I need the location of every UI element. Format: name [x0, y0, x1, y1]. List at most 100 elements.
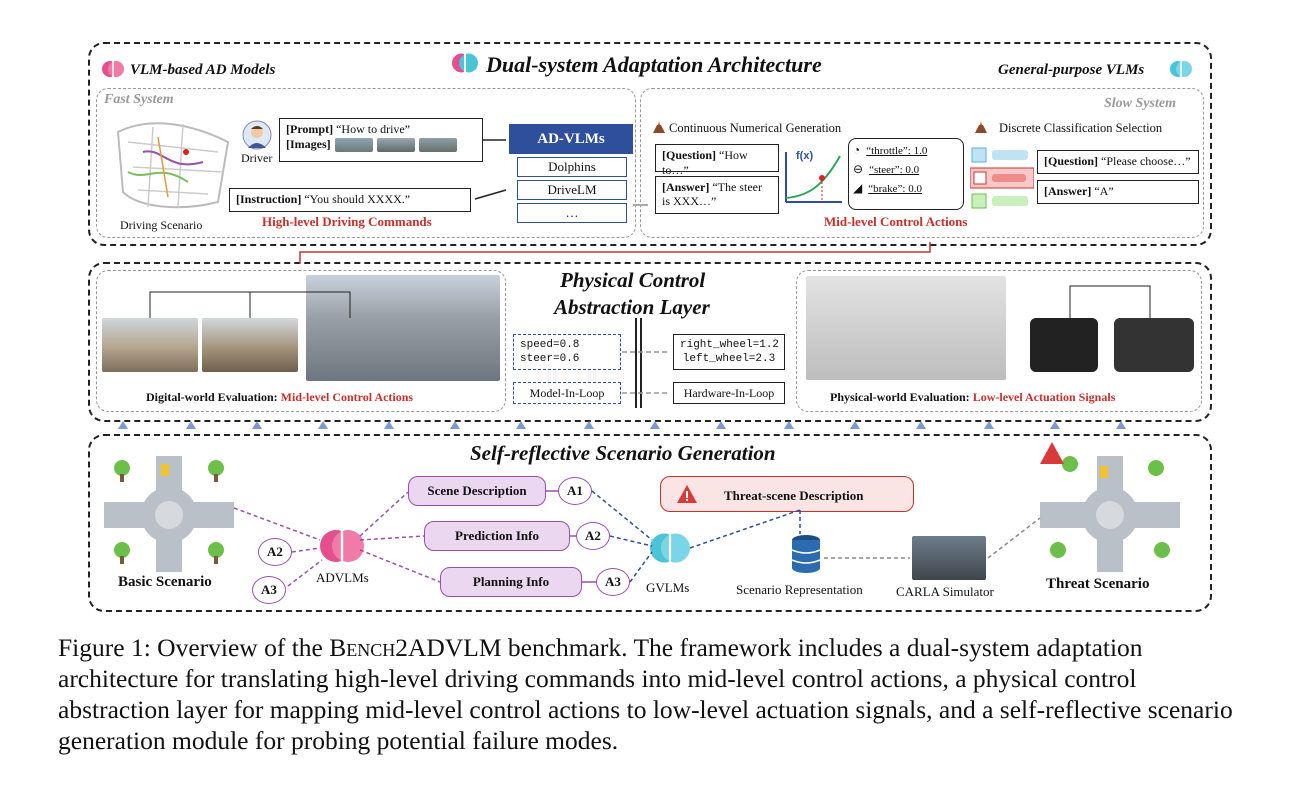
fx-curve-graph	[782, 148, 844, 206]
brake-value: “brake”: 0.0	[868, 182, 922, 195]
up-arrow-icon	[1116, 421, 1126, 429]
robot-car-green-image	[1030, 318, 1098, 372]
general-vlms-label: General-purpose VLMs	[998, 62, 1145, 78]
physical-eval-label: Physical-world Evaluation: Low-level Act…	[830, 390, 1115, 405]
basic-scenario-label: Basic Scenario	[118, 574, 212, 590]
control-values-box: ◔ “throttle”: 1.0 ⊖ “steer”: 0.0 ◢ “brake”:…	[848, 138, 964, 210]
steering-wheel-icon: ⊖	[853, 162, 864, 176]
driving-scenario-label: Driving Scenario	[120, 218, 203, 232]
model-item: DriveLM	[517, 180, 627, 200]
up-arrow-icon	[118, 421, 128, 429]
images-tag: [Images]	[286, 137, 331, 151]
up-arrow-icon	[186, 421, 196, 429]
caption-benchmark: Bench2ADVLM	[329, 633, 502, 662]
fast-system-label: Fast System	[104, 92, 174, 107]
up-arrow-icon	[584, 421, 594, 429]
driving-scenario-map	[108, 112, 240, 216]
vlm-ad-models-label: VLM-based AD Models	[130, 62, 276, 78]
question-text: “Please choose…”	[1101, 154, 1191, 168]
figure-caption: Figure 1: Overview of the Bench2ADVLM be…	[58, 632, 1248, 756]
carla-simulator-label: CARLA Simulator	[896, 584, 994, 599]
sim-city-image	[306, 275, 500, 381]
up-arrow-icon	[850, 421, 860, 429]
high-level-commands-label: High-level Driving Commands	[262, 214, 432, 229]
robot-car-black-image	[1114, 318, 1194, 372]
sim-car-white-image	[102, 318, 198, 372]
mid-level-actions-label: Mid-level Control Actions	[824, 214, 968, 229]
steer-value: “steer”: 0.0	[869, 163, 920, 176]
camera-image	[376, 137, 415, 152]
digital-eval-label: Digital-world Evaluation: Mid-level Cont…	[146, 390, 413, 405]
speedometer-icon: ◔	[853, 143, 861, 157]
threat-roundabout-map	[1040, 440, 1180, 572]
up-arrow-icon	[450, 421, 460, 429]
threat-description-label: Threat-scene Description	[724, 488, 864, 503]
advlms-label: ADVLMs	[316, 570, 369, 585]
answer-text: “The steer is XXX…”	[662, 180, 762, 208]
camera-image	[334, 137, 373, 152]
throttle-value: “throttle”: 1.0	[866, 144, 928, 157]
instruction-tag: [Instruction]	[236, 192, 302, 206]
up-arrow-icon	[784, 421, 794, 429]
physical-eval-suffix: Low-level Actuation Signals	[972, 390, 1116, 404]
caption-label: Figure 1: Overview of the	[58, 633, 330, 662]
scenario-generation-panel	[88, 434, 1212, 612]
slow-system-label: Slow System	[1104, 96, 1176, 111]
model-item: …	[517, 203, 627, 223]
right-wheel-value: right_wheel=1.2	[680, 339, 780, 351]
brain-icon	[320, 524, 364, 573]
discrete-label: Discrete Classification Selection	[999, 121, 1163, 135]
prediction-info-node: Prediction Info	[424, 521, 570, 551]
question-text: “How to…”	[662, 148, 748, 177]
dual-system-title: Dual-system Adaptation Architecture	[486, 52, 822, 77]
fx-label: f(x)	[796, 150, 814, 162]
volcano-icon	[652, 120, 666, 133]
physical-eval-prefix: Physical-world Evaluation:	[830, 390, 973, 404]
physical-world-panel	[796, 270, 1202, 412]
answer-a2-node: A2	[576, 522, 610, 550]
digital-world-panel	[96, 270, 506, 412]
answer-tag: [Answer]	[662, 180, 710, 194]
wheel-values-box: right_wheel=1.2 left_wheel=2.3	[673, 334, 785, 370]
answer-box-2: [Answer] “A”	[1037, 180, 1199, 204]
question-tag: [Question]	[1044, 154, 1098, 168]
answer-a1-node: A1	[558, 477, 592, 505]
hardware-in-loop-box: Hardware-In-Loop	[673, 382, 785, 404]
fast-system-panel	[96, 88, 636, 238]
prompt-box: [Prompt] “How to drive” [Images]	[279, 118, 483, 162]
up-arrow-icon	[384, 421, 394, 429]
camera-image	[418, 137, 457, 152]
ad-vlms-header: AD-VLMs	[509, 124, 633, 154]
instruction-text: “You should XXXX.”	[304, 192, 411, 206]
answer-tag: [Answer]	[1044, 184, 1092, 198]
volcano-icon	[974, 120, 988, 133]
brain-icon	[102, 58, 124, 85]
database-icon	[790, 534, 822, 579]
physical-layer-title-1: Physical Control	[560, 268, 706, 292]
model-in-loop-box: Model-In-Loop	[513, 382, 621, 404]
physical-layer-title-2: Abstraction Layer	[554, 295, 710, 319]
up-arrow-icon	[516, 421, 526, 429]
gvlms-label: GVLMs	[646, 580, 690, 595]
model-item: Dolphins	[517, 157, 627, 177]
up-arrow-icon	[1050, 421, 1060, 429]
option-list-icon	[969, 146, 1035, 210]
slow-system-panel	[640, 88, 1204, 238]
brake-pedal-icon: ◢	[853, 181, 863, 195]
planning-info-node: Planning Info	[440, 567, 582, 597]
question-box-2: [Question] “Please choose…”	[1037, 150, 1199, 174]
continuous-label: Continuous Numerical Generation	[669, 121, 842, 135]
digital-eval-prefix: Digital-world Evaluation:	[146, 390, 281, 404]
brain-icon	[452, 50, 478, 81]
up-arrow-icon	[716, 421, 726, 429]
threat-description-box	[660, 476, 914, 512]
threat-scenario-label: Threat Scenario	[1046, 576, 1150, 592]
prompt-tag: [Prompt]	[286, 122, 334, 136]
up-arrow-icon	[984, 421, 994, 429]
question-tag: [Question]	[662, 148, 716, 162]
physical-track-image	[806, 276, 1006, 380]
warning-icon	[676, 484, 698, 509]
answer-a2-node: A2	[258, 538, 292, 566]
driver-label: Driver	[241, 151, 273, 165]
answer-a3-node: A3	[252, 576, 286, 604]
